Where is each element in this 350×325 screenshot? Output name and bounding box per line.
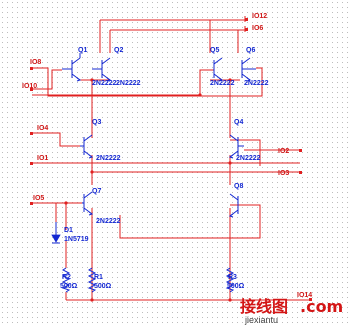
transistor-q4: Q4 2N2222 bbox=[228, 119, 261, 162]
r1-ref: R1 bbox=[94, 274, 103, 281]
io3-label: IO3 bbox=[278, 170, 289, 177]
io2-pin bbox=[299, 149, 302, 152]
watermark: 接线图 .com jiexiantu bbox=[240, 297, 343, 325]
transistor-q2: Q2 2N2222 bbox=[92, 47, 141, 87]
io12-pin bbox=[245, 18, 248, 21]
resistor-r2: R2 500Ω bbox=[60, 267, 78, 293]
transistor-q5: Q5 2N2222 bbox=[210, 47, 235, 87]
q7-model: 2N2222 bbox=[96, 218, 121, 225]
q2-model: 2N2222 bbox=[116, 80, 141, 87]
q3-ref: Q3 bbox=[92, 119, 101, 126]
r3-value: 500Ω bbox=[227, 283, 245, 290]
transistor-q1: Q1 2N2222 bbox=[62, 47, 117, 87]
q6-model: 2N2222 bbox=[244, 80, 269, 87]
q1-model: 2N2222 bbox=[92, 80, 117, 87]
transistor-q7: Q7 2N2222 bbox=[82, 188, 121, 225]
r2-ref: R2 bbox=[62, 274, 71, 281]
io1-label: IO1 bbox=[37, 155, 48, 162]
io5-label: IO5 bbox=[33, 195, 44, 202]
r2-value: 500Ω bbox=[60, 283, 78, 290]
io10-pin bbox=[30, 88, 33, 91]
transistor-q8: Q8 bbox=[228, 183, 243, 218]
io2-label: IO2 bbox=[278, 148, 289, 155]
io5-pin bbox=[30, 202, 33, 205]
q6-ref: Q6 bbox=[246, 47, 255, 54]
io14-label: IO14 bbox=[297, 292, 312, 299]
wires bbox=[32, 16, 310, 301]
io4-pin bbox=[30, 132, 33, 135]
q5-model: 2N2222 bbox=[210, 80, 235, 87]
io6-pin bbox=[245, 28, 248, 31]
io12-label: IO12 bbox=[252, 13, 267, 20]
q8-ref: Q8 bbox=[234, 183, 243, 190]
io-labels: IO12 IO6 IO8 IO10 IO4 IO1 IO2 IO3 IO5 IO… bbox=[22, 13, 312, 301]
q7-ref: Q7 bbox=[92, 188, 101, 195]
junction-dots bbox=[64, 78, 232, 302]
watermark-logo: 接线图 bbox=[240, 297, 288, 316]
q4-model: 2N2222 bbox=[236, 155, 261, 162]
io14-pin bbox=[309, 298, 312, 301]
transistor-q3: Q3 2N2222 bbox=[80, 119, 121, 162]
q5-ref: Q5 bbox=[210, 47, 219, 54]
io6-label: IO6 bbox=[252, 25, 263, 32]
io1-pin bbox=[30, 162, 33, 165]
q1-ref: Q1 bbox=[78, 47, 87, 54]
r1-value: 500Ω bbox=[94, 283, 112, 290]
io10-label: IO10 bbox=[22, 83, 37, 90]
resistor-r1: R1 500Ω bbox=[87, 267, 112, 293]
watermark-suffix: .com bbox=[300, 297, 343, 316]
io8-pin bbox=[30, 67, 33, 70]
resistor-r3: R3 500Ω bbox=[225, 267, 245, 293]
q3-model: 2N2222 bbox=[96, 155, 121, 162]
io4-label: IO4 bbox=[37, 125, 48, 132]
d1-model: 1N5719 bbox=[64, 236, 89, 243]
io8-label: IO8 bbox=[30, 59, 41, 66]
q4-ref: Q4 bbox=[234, 119, 243, 126]
diode-d1: D1 1N5719 bbox=[51, 222, 89, 244]
d1-ref: D1 bbox=[64, 227, 73, 234]
r3-ref: R3 bbox=[228, 274, 237, 281]
watermark-site: jiexiantu bbox=[244, 315, 278, 325]
q2-ref: Q2 bbox=[114, 47, 123, 54]
transistor-q6: Q6 2N2222 bbox=[241, 47, 269, 87]
io3-pin bbox=[299, 171, 302, 174]
